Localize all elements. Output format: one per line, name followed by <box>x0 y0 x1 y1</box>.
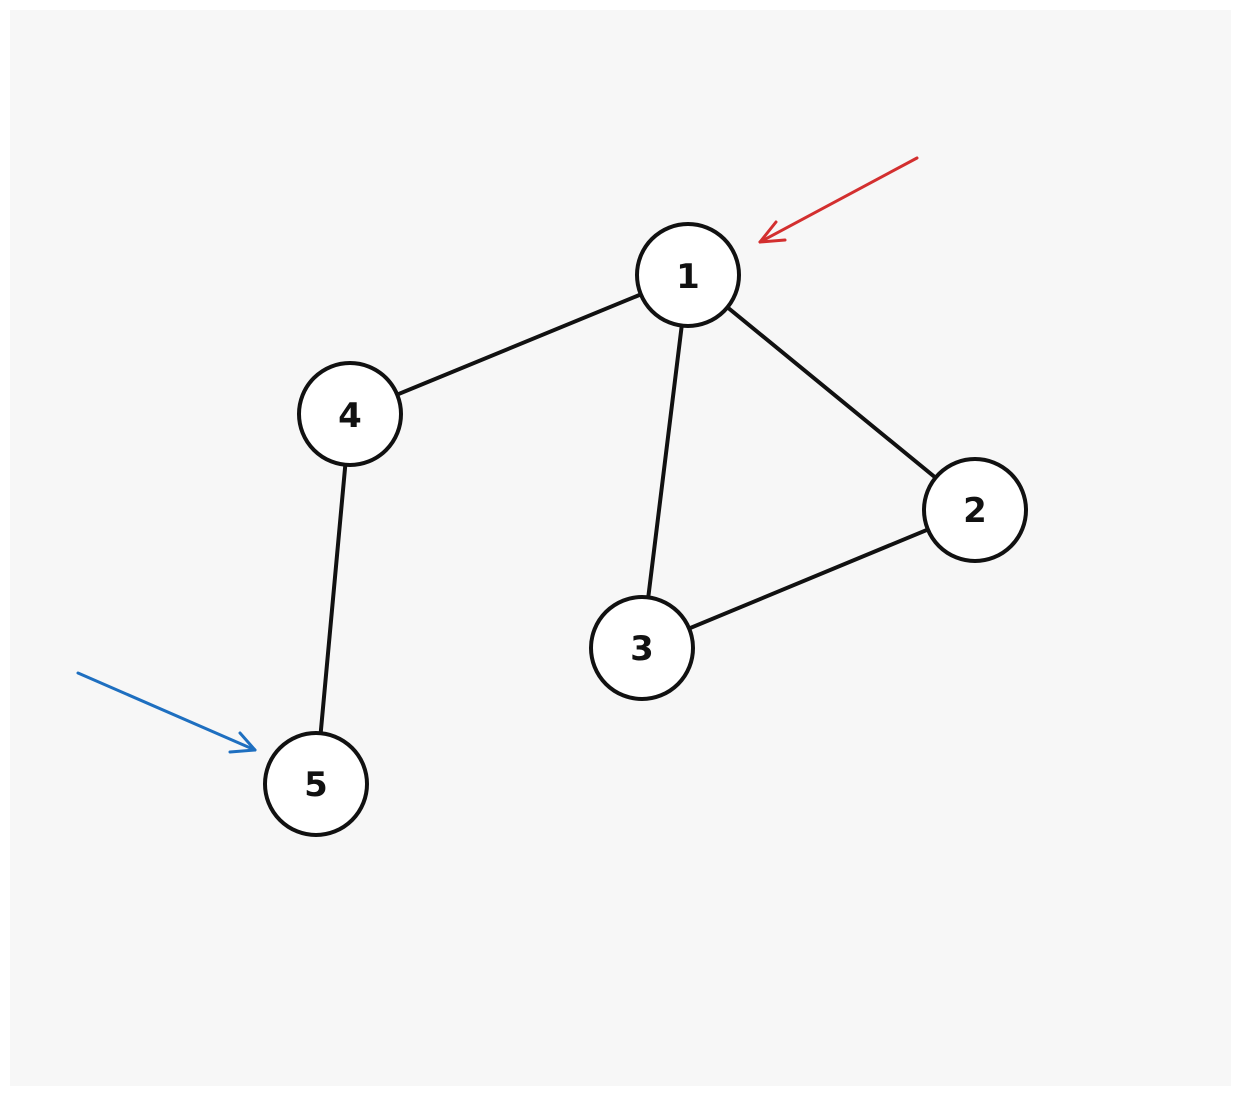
node-circle <box>263 731 369 837</box>
node-label: 4 <box>338 396 362 436</box>
blue-arrow-icon <box>76 671 257 754</box>
graph-node-1: 1 <box>635 222 741 328</box>
graph-node-5: 5 <box>263 731 369 837</box>
node-label: 3 <box>630 629 654 669</box>
edge-1-2 <box>686 273 977 512</box>
node-label: 1 <box>676 257 700 297</box>
node-label: 2 <box>963 491 987 531</box>
edge-2-3 <box>640 508 977 650</box>
graph-node-2: 2 <box>922 457 1028 563</box>
node-label: 5 <box>304 765 328 805</box>
diagram-canvas <box>10 10 1231 1086</box>
edge-1-4 <box>348 273 690 416</box>
graph-node-4: 4 <box>297 361 403 467</box>
node-circle <box>922 457 1028 563</box>
graph-node-3: 3 <box>589 595 695 701</box>
edge-1-3 <box>640 273 690 650</box>
red-arrow-icon <box>758 156 919 244</box>
node-circle <box>635 222 741 328</box>
node-circle <box>297 361 403 467</box>
node-circle <box>589 595 695 701</box>
edge-4-5 <box>314 412 352 786</box>
graph-edges <box>314 273 977 786</box>
